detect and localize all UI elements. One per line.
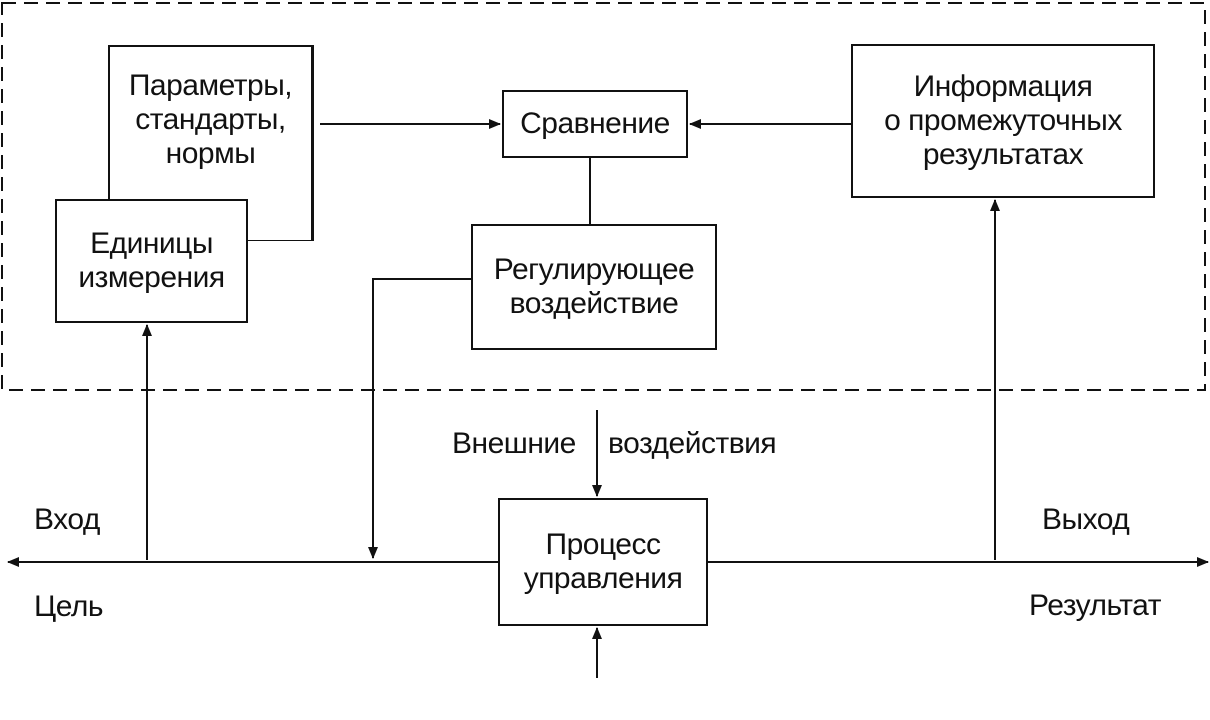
intermediate-results-info-box: Информация о промежуточных результатах (851, 44, 1155, 198)
control-system-boundary (1, 2, 1206, 391)
result-label: Результат (1027, 589, 1163, 623)
external-influences-label-word1: Внешние (450, 427, 578, 461)
external-influences-label-word2: воздействия (606, 427, 779, 461)
output-label: Выход (1040, 503, 1132, 537)
regulating-action-text: Регулирующее воздействие (493, 253, 695, 320)
parameters-standards-text: Параметры, стандарты, нормы (128, 69, 293, 170)
management-process-text: Процесс управления (523, 528, 683, 595)
connector-units-to-parameters (248, 45, 314, 241)
units-of-measure-box: Единицы измерения (55, 199, 248, 323)
goal-label: Цель (32, 590, 106, 624)
intermediate-results-info-text: Информация о промежуточных результатах (884, 70, 1122, 171)
arrow-regulating-to-axis (368, 278, 471, 559)
units-of-measure-text: Единицы измерения (78, 227, 225, 294)
comparison-text: Сравнение (520, 107, 670, 140)
management-process-box: Процесс управления (498, 498, 708, 626)
comparison-box: Сравнение (502, 90, 688, 158)
input-label: Вход (32, 503, 102, 537)
regulating-action-box: Регулирующее воздействие (471, 224, 717, 350)
